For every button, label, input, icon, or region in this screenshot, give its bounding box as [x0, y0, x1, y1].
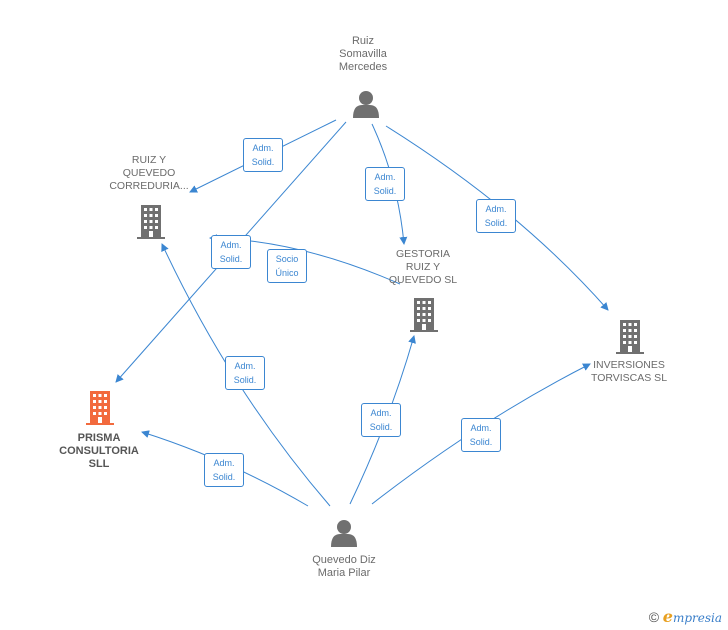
badge-line: Adm. — [470, 423, 492, 433]
label-line: CONSULTORIA — [59, 445, 139, 457]
edge-badge[interactable]: Adm. Solid. — [365, 167, 405, 201]
label-line: Mercedes — [338, 61, 388, 73]
label-line: Somavilla — [339, 48, 387, 60]
edge-badge[interactable]: Adm. Solid. — [225, 356, 265, 390]
edge-badge[interactable]: Adm. Solid. — [361, 403, 401, 437]
edge-badge[interactable]: Socio Único — [267, 249, 307, 283]
label-line: Quevedo Diz — [312, 554, 376, 566]
badge-line: Socio — [275, 254, 299, 264]
label-line: QUEVEDO — [122, 167, 176, 179]
badge-line: Solid. — [373, 186, 397, 196]
person-icon[interactable] — [331, 520, 357, 547]
edge-badge[interactable]: Adm. Solid. — [461, 418, 501, 452]
node-label-ruiz-somavilla[interactable]: Ruiz Somavilla Mercedes — [326, 35, 400, 74]
badge-line: Adm. — [374, 172, 396, 182]
node-label-prisma[interactable]: PRISMA CONSULTORIA SLL — [52, 432, 146, 471]
edge-badge[interactable]: Adm. Solid. — [211, 235, 251, 269]
badge-line: Adm. — [213, 458, 235, 468]
building-icon[interactable] — [410, 298, 438, 332]
badge-line: Solid. — [219, 254, 243, 264]
node-label-inversiones[interactable]: INVERSIONES TORVISCAS SL — [582, 359, 676, 385]
label-line: CORREDURIA... — [109, 180, 189, 192]
building-icon-highlighted[interactable] — [86, 391, 114, 425]
brand-logo-text: mpresia — [672, 611, 722, 625]
label-line: SLL — [88, 458, 110, 470]
badge-line: Adm. — [234, 361, 256, 371]
badge-line: Solid. — [484, 218, 508, 228]
person-icon[interactable] — [353, 91, 379, 118]
copyright-symbol: © — [648, 609, 660, 625]
label-line: PRISMA — [77, 432, 121, 444]
badge-line: Solid. — [369, 422, 393, 432]
badge-line: Adm. — [370, 408, 392, 418]
badge-line: Solid. — [469, 437, 493, 447]
badge-line: Adm. — [220, 240, 242, 250]
badge-line: Adm. — [252, 143, 274, 153]
brand-logo-initial: e — [662, 607, 673, 626]
edge-badge[interactable]: Adm. Solid. — [243, 138, 283, 172]
building-icon[interactable] — [616, 320, 644, 354]
node-label-gestoria[interactable]: GESTORIA RUIZ Y QUEVEDO SL — [378, 248, 468, 287]
node-label-quevedo-diz[interactable]: Quevedo Diz Maria Pilar — [300, 554, 388, 580]
label-line: QUEVEDO SL — [388, 274, 458, 286]
node-label-correduria[interactable]: RUIZ Y QUEVEDO CORREDURIA... — [104, 154, 194, 193]
edge-badge[interactable]: Adm. Solid. — [476, 199, 516, 233]
label-line: RUIZ Y — [405, 261, 441, 273]
label-line: RUIZ Y — [131, 154, 167, 166]
edge-badge[interactable]: Adm. Solid. — [204, 453, 244, 487]
label-line: Maria Pilar — [317, 567, 371, 579]
badge-line: Adm. — [485, 204, 507, 214]
badge-line: Solid. — [251, 157, 275, 167]
footer-brand: © empresia — [649, 607, 722, 626]
badge-line: Solid. — [212, 472, 236, 482]
badge-line: Solid. — [233, 375, 257, 385]
badge-line: Único — [275, 268, 299, 278]
label-line: GESTORIA — [395, 248, 451, 260]
label-line: TORVISCAS SL — [590, 372, 668, 384]
label-line: Ruiz — [351, 35, 374, 47]
label-line: INVERSIONES — [593, 359, 665, 371]
building-icon[interactable] — [137, 205, 165, 239]
